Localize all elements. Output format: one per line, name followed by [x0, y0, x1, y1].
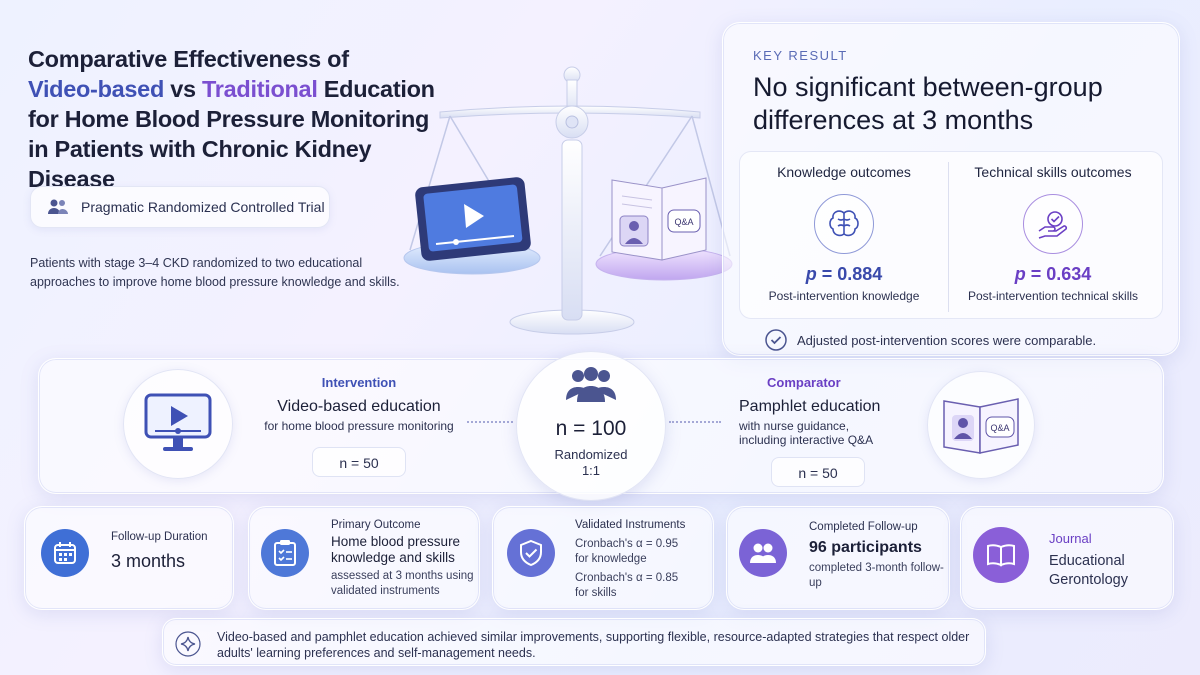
comparator-arm: Comparator Pamphlet education with nurse…	[739, 375, 899, 487]
study-design-pill: Pragmatic Randomized Controlled Trial	[30, 186, 330, 228]
instruments-card: Validated Instruments Cronbach's α = 0.9…	[492, 506, 714, 610]
monitor-play-icon	[123, 369, 233, 479]
outcomes-panel: Knowledge outcomes p = 0.884 Post-interv…	[739, 151, 1163, 319]
study-arms-panel: Intervention Video-based education for h…	[38, 351, 1164, 501]
key-result-headline: No significant between-group differences…	[753, 72, 1103, 135]
study-description: Patients with stage 3–4 CKD randomized t…	[30, 256, 400, 289]
key-result-label: KEY RESULT	[753, 48, 848, 63]
followup-card: Follow-up Duration 3 months	[24, 506, 234, 610]
people-group-icon	[566, 367, 616, 402]
conclusion-banner: Video-based and pamphlet education achie…	[162, 618, 986, 666]
adjusted-note: Adjusted post-intervention scores were c…	[765, 329, 1096, 351]
completed-followup-card: Completed Follow-up 96 participants comp…	[726, 506, 950, 610]
participants-icon	[739, 529, 787, 577]
randomized-circle: n = 100 Randomized 1:1	[516, 351, 666, 501]
connector-left	[467, 421, 513, 423]
followup-value: 3 months	[111, 551, 186, 571]
knowledge-outcome: Knowledge outcomes p = 0.884 Post-interv…	[740, 164, 948, 304]
knowledge-p-value: p = 0.884	[805, 264, 883, 284]
conclusion-text: Video-based and pamphlet education achie…	[217, 630, 970, 660]
intervention-arm: Intervention Video-based education for h…	[239, 375, 479, 477]
randomized-total: n = 100	[555, 417, 627, 440]
book-qa-icon: Q&A	[927, 371, 1035, 479]
book-icon	[973, 527, 1029, 583]
intervention-n-badge: n = 50	[312, 447, 406, 477]
connector-right	[669, 421, 721, 423]
outcomes-divider	[948, 162, 949, 312]
primary-outcome-card: Primary Outcome Home blood pressure know…	[248, 506, 480, 610]
key-result-card: KEY RESULT No significant between-group …	[722, 22, 1180, 356]
hand-check-icon	[1023, 194, 1083, 254]
journal-name: Educational Gerontology	[1049, 553, 1128, 588]
brain-icon	[814, 194, 874, 254]
tablet-play-icon	[415, 177, 531, 261]
title-video-word: Video-based	[28, 76, 165, 102]
clipboard-icon	[261, 529, 309, 577]
page-title: Comparative Effectiveness of Video-based…	[28, 46, 435, 192]
people-icon	[48, 199, 68, 214]
calendar-icon	[41, 529, 89, 577]
title-traditional-word: Traditional	[202, 76, 318, 102]
sparkle-icon	[175, 631, 201, 657]
shield-check-icon	[507, 529, 555, 577]
scale-qa-label: Q&A	[674, 217, 693, 227]
book-qa-icon: Q&A	[611, 177, 707, 261]
skills-outcome: Technical skills outcomes p = 0.634 Post…	[949, 164, 1157, 304]
journal-card: Journal Educational Gerontology	[960, 506, 1174, 610]
skills-p-value: p = 0.634	[1014, 264, 1092, 284]
book-qa-label: Q&A	[990, 423, 1009, 433]
study-design-label: Pragmatic Randomized Controlled Trial	[81, 199, 325, 215]
comparator-n-badge: n = 50	[771, 457, 865, 487]
completed-value: 96 participants	[809, 539, 922, 556]
balance-scale-illustration: Q&A	[403, 66, 733, 335]
check-circle-icon	[765, 329, 787, 351]
